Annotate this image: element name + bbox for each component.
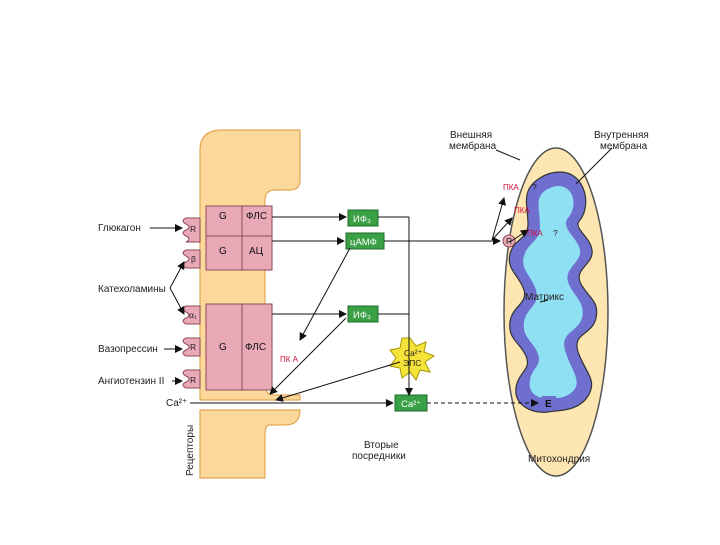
arrow-catechol-beta — [169, 261, 185, 289]
outer-membrane-label-1: Внешняя — [450, 130, 492, 141]
pka-1-label: ПКА — [503, 183, 519, 192]
eps-ca-label: Ca²⁺ — [404, 348, 422, 358]
ip3-top-box — [347, 209, 379, 227]
pka-3-label: ПКА — [527, 229, 543, 238]
arrow-pka-q — [491, 197, 506, 241]
arrow-ip3-membrane — [269, 317, 347, 395]
arrow-camp-membrane — [299, 247, 351, 341]
g1-label: G — [219, 211, 227, 222]
receptor-vasopressin — [182, 337, 201, 357]
receptor-beta-label: β — [191, 254, 196, 264]
protein-ac — [241, 235, 273, 271]
question-1: ? — [532, 182, 537, 192]
catecholamines-label: Катехоламины — [98, 284, 166, 295]
receptor-alpha1-label: α₁ — [189, 310, 197, 320]
g3-label: G — [219, 342, 227, 353]
ac-label: АЦ — [249, 246, 264, 257]
pointer-outer — [495, 149, 521, 161]
mitochondria-label: Митохондрия — [528, 454, 590, 465]
vasopressin-label: Вазопрессин — [98, 344, 158, 355]
g2-label: G — [219, 246, 227, 257]
protein-flc2 — [241, 303, 273, 391]
arrow-pka-2 — [491, 217, 513, 241]
second-messengers-label-1: Вторые — [364, 440, 399, 451]
ip3-bottom-label: ИФ₃ — [353, 310, 371, 321]
ca-box-label: Ca²⁺ — [401, 399, 421, 410]
protein-g2 — [205, 235, 243, 271]
eps-label: ЭПС — [403, 358, 421, 368]
receptors-label: Рецепторы — [185, 425, 196, 476]
receptor-r-vasopressin: R — [190, 342, 196, 352]
receptor-angiotensin — [182, 369, 201, 389]
arrow-pka-3 — [509, 229, 529, 243]
second-messengers-label-2: посредники — [352, 451, 406, 462]
ip3-top-label: ИФ₃ — [353, 214, 371, 225]
camp-label: цАМФ — [350, 237, 377, 248]
question-2: ? — [553, 228, 558, 238]
angiotensin-label: Ангиотензин II — [98, 376, 164, 387]
pka-2-label: ПКА — [514, 206, 530, 215]
pka-membrane-label: ПК А — [280, 355, 299, 364]
pointer-inner — [575, 147, 613, 185]
outer-membrane-label-2: мембрана — [449, 140, 497, 152]
receptor-r-mito: R — [506, 236, 512, 246]
mito-receptor — [502, 234, 516, 248]
ca-left-label: Ca²⁺ — [166, 398, 187, 409]
arrow-eps-membrane — [275, 361, 401, 402]
inner-membrane-label-1: Внутренняя — [594, 130, 649, 141]
mitochondrial-matrix — [523, 186, 583, 399]
glucagon-label: Глюкагон — [98, 223, 141, 234]
eps-star — [389, 337, 436, 382]
inner-membrane-label-2: мембрана — [600, 140, 648, 152]
flc1-label: ФЛС — [246, 211, 267, 222]
protein-g3 — [205, 303, 243, 391]
receptor-r-angiotensin: R — [190, 375, 196, 385]
enzyme-e-label: E — [545, 399, 552, 410]
flc2-label: ФЛС — [245, 342, 266, 353]
matrix-label: Матрикс — [525, 292, 564, 303]
receptor-glucagon — [182, 217, 201, 243]
arrow-catechol-alpha — [169, 287, 185, 315]
enzyme-e — [542, 396, 556, 410]
pointer-matrix — [539, 299, 549, 303]
receptor-r-glucagon: R — [190, 224, 196, 234]
